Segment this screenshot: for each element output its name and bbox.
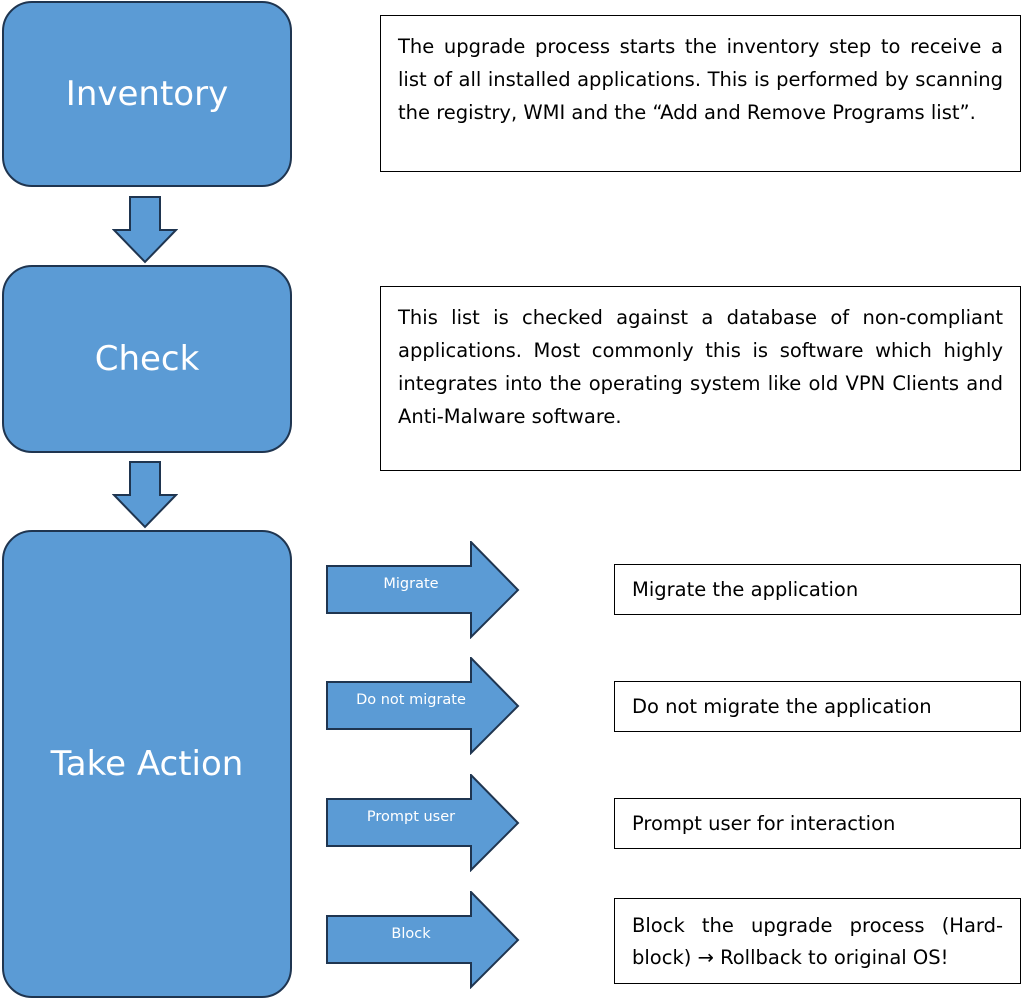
- block-result-text: Block the upgrade process (Hard-block) →…: [632, 914, 1003, 969]
- take-action-step-label: Take Action: [50, 744, 244, 784]
- block-arrow: Block: [326, 891, 520, 989]
- prompt-user-result-text: Prompt user for interaction: [632, 812, 896, 835]
- prompt-user-arrow-label: Prompt user: [366, 809, 456, 825]
- inventory-description-box: The upgrade process starts the inventory…: [380, 15, 1021, 172]
- do-not-migrate-arrow-label: Do not migrate: [356, 692, 466, 708]
- migrate-arrow-label: Migrate: [383, 576, 439, 592]
- check-step-box: Check: [2, 265, 292, 453]
- do-not-migrate-result-text: Do not migrate the application: [632, 695, 932, 718]
- prompt-user-result-box: Prompt user for interaction: [614, 798, 1021, 849]
- check-description-text: This list is checked against a database …: [398, 306, 1003, 428]
- do-not-migrate-result-box: Do not migrate the application: [614, 681, 1021, 732]
- prompt-user-arrow: Prompt user: [326, 774, 520, 872]
- check-description-box: This list is checked against a database …: [380, 286, 1021, 471]
- do-not-migrate-arrow: Do not migrate: [326, 657, 520, 755]
- inventory-step-label: Inventory: [65, 74, 229, 114]
- migrate-result-text: Migrate the application: [632, 578, 859, 601]
- migrate-result-box: Migrate the application: [614, 564, 1021, 615]
- inventory-step-box: Inventory: [2, 1, 292, 187]
- take-action-step-box: Take Action: [2, 530, 292, 998]
- down-arrow-icon: [112, 461, 178, 529]
- block-arrow-label: Block: [391, 926, 431, 942]
- check-step-label: Check: [94, 339, 200, 379]
- inventory-description-text: The upgrade process starts the inventory…: [398, 35, 1003, 124]
- down-arrow-icon: [112, 196, 178, 264]
- block-result-box: Block the upgrade process (Hard-block) →…: [614, 898, 1021, 984]
- migrate-arrow: Migrate: [326, 541, 520, 639]
